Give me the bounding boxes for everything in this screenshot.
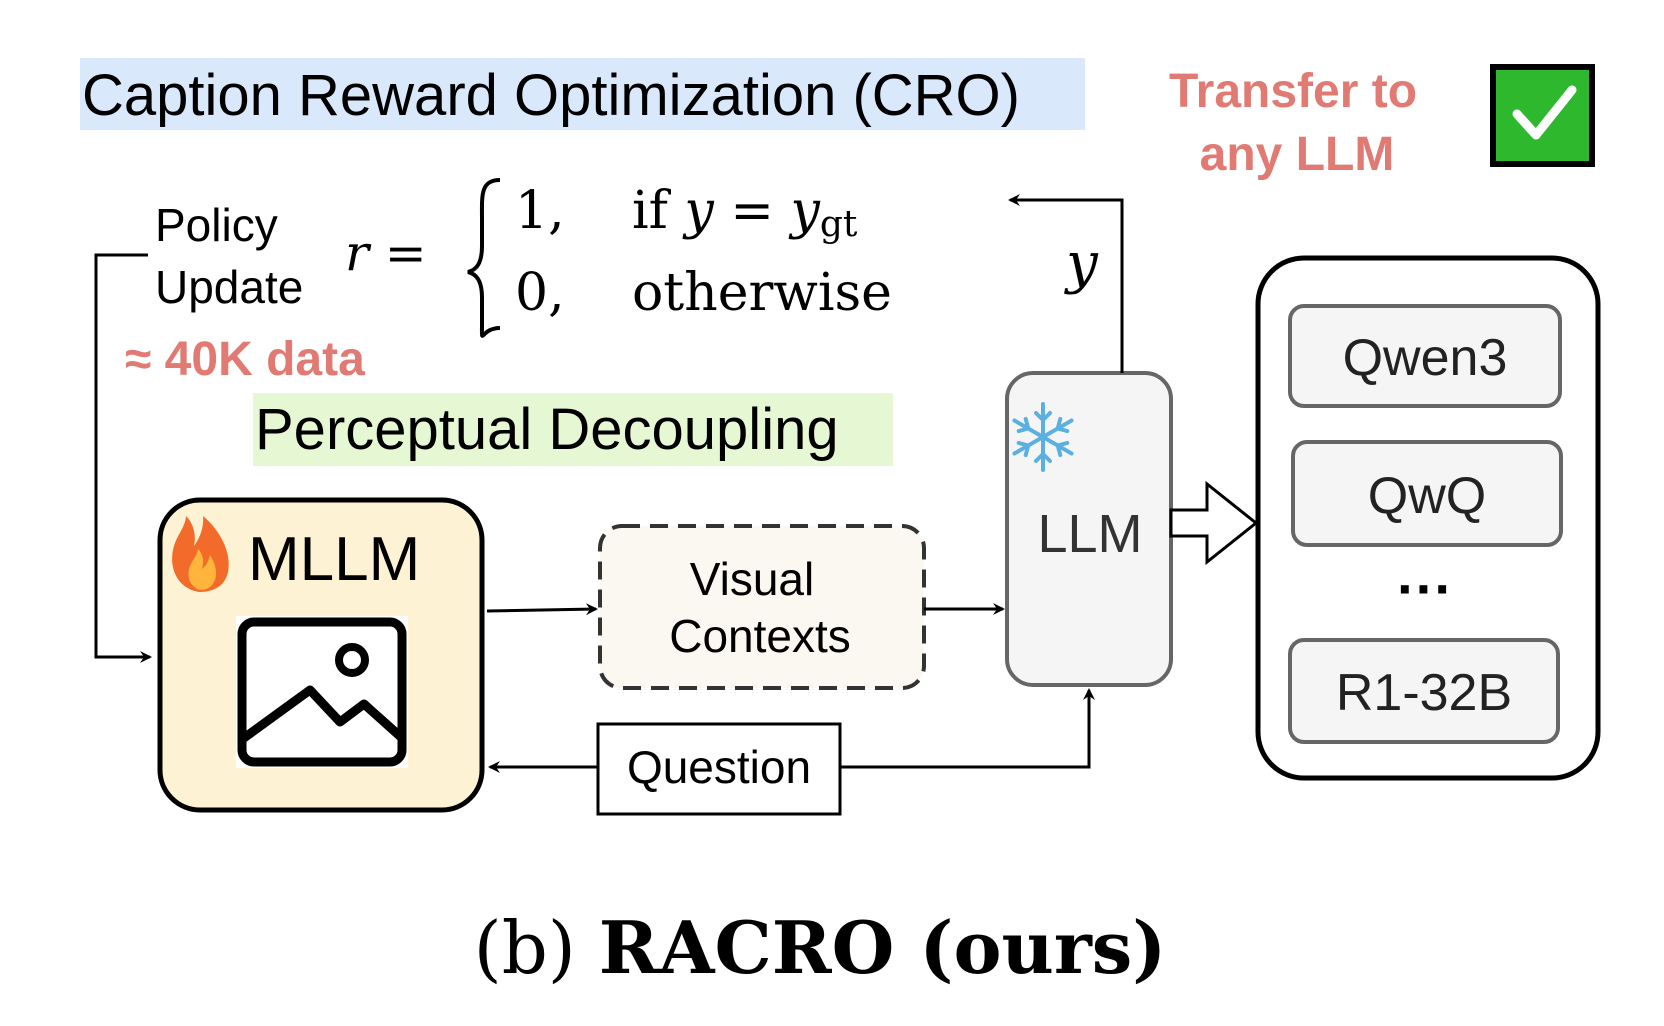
case-1-value: 1, [515, 181, 565, 241]
visual-contexts-line-2: Contexts [669, 610, 851, 662]
transfer-line-2: any LLM [1200, 128, 1395, 181]
reward-formula: r = 1, if y = ygt 0, otherwise [345, 178, 892, 338]
checkmark-icon [1490, 64, 1595, 167]
reward-lhs: r = [345, 224, 427, 282]
question-label: Question [627, 741, 811, 793]
llm-label: LLM [1037, 504, 1142, 564]
visual-contexts-box [598, 524, 926, 690]
transfer-line-1: Transfer to [1169, 65, 1417, 118]
case-2-condition: otherwise [632, 263, 892, 323]
llm-option-label: QwQ [1368, 467, 1486, 525]
llm-option-box [1291, 440, 1563, 547]
visual-contexts-line-1: Visual [690, 553, 814, 605]
decoupling-label: Perceptual Decoupling [255, 397, 839, 462]
case-2-value: 0, [515, 263, 565, 323]
llm-option-label: R1-32B [1336, 664, 1512, 722]
title-highlight [80, 58, 1085, 130]
question-box [596, 722, 842, 816]
output-y-label: y [1063, 231, 1099, 296]
case-1-condition: if y = ygt [632, 181, 858, 245]
question-to-llm-arrow [840, 688, 1095, 769]
llm-output-arrow [1008, 194, 1124, 373]
llm-option-box [1288, 304, 1562, 408]
policy-label-line-2: Update [155, 261, 303, 313]
policy-update-arrow [94, 253, 152, 663]
options-ellipsis: ··· [1397, 557, 1453, 620]
llm-option-label: Qwen3 [1343, 329, 1508, 387]
mllm-label: MLLM [248, 525, 420, 594]
transfer-block-arrow [1169, 480, 1259, 566]
mllm-to-visual-arrow [486, 603, 598, 616]
figure-caption: (b) RACRO (ours) [474, 905, 1167, 990]
data-size-label: ≈ 40K data [125, 333, 365, 386]
snowflake-icon [1012, 402, 1074, 472]
decoupling-highlight [253, 393, 893, 466]
llm-option-box [1288, 638, 1560, 744]
flame-icon [172, 516, 229, 592]
diagram-title: Caption Reward Optimization (CRO) [82, 63, 1020, 128]
policy-label-line-1: Policy [155, 199, 278, 251]
image-icon [236, 616, 408, 768]
